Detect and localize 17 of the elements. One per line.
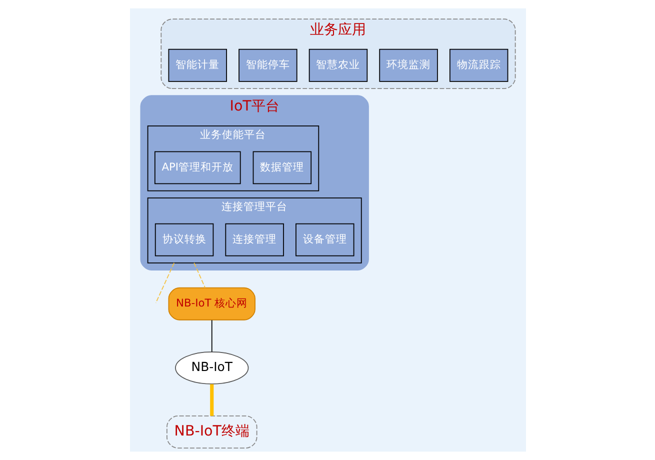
node-box: 协议转换 (154, 223, 214, 256)
node-box: 智能计量 (168, 48, 226, 82)
node-box: 环境监测 (378, 48, 438, 82)
node-box: 数据管理 (252, 151, 312, 184)
node-ellipse: NB-IoT (174, 351, 248, 384)
node-box: NB-IoT 核心网 (168, 287, 255, 320)
connector (210, 384, 214, 416)
connector (154, 262, 174, 304)
node-box: 智能停车 (238, 48, 297, 82)
node-box: 物流跟踪 (448, 48, 508, 82)
node-box: 连接管理 (224, 223, 284, 256)
node-box: API管理和开放 (154, 151, 240, 184)
connector (193, 262, 206, 288)
node-box: NB-IoT终端 (166, 416, 257, 448)
node-box: 设备管理 (295, 223, 354, 256)
node-box: 智慧农业 (308, 48, 368, 82)
connector (210, 320, 212, 352)
